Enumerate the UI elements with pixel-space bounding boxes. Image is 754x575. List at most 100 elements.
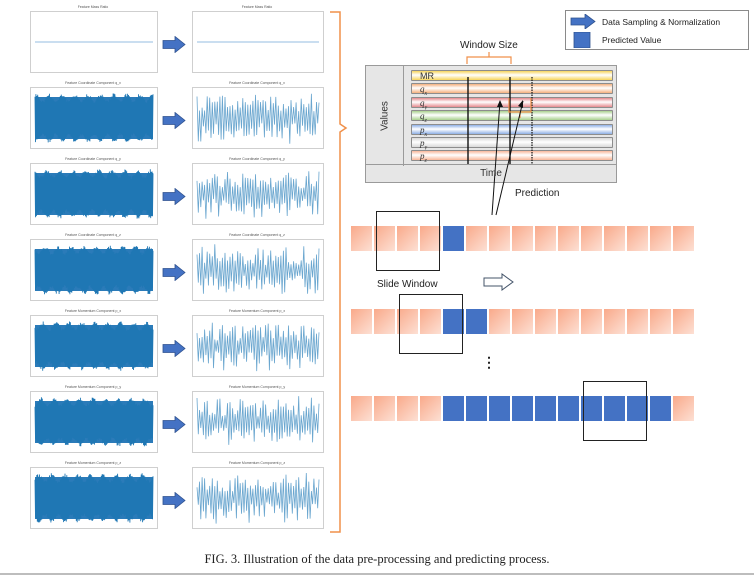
signal-line <box>196 171 320 219</box>
window-size-label: Window Size <box>460 40 518 51</box>
predicted-cell <box>604 396 625 421</box>
data-cell <box>489 309 510 334</box>
data-cell <box>466 226 487 251</box>
values-axis: Values <box>366 66 404 166</box>
blue-arrow-icon <box>162 416 186 433</box>
plot-title: Feature Coordinate Component q_y <box>229 157 285 161</box>
plot-title: Feature Momentum Component p_y <box>64 385 122 389</box>
data-cell <box>604 226 625 251</box>
plot-title: Feature Mass Ratio <box>241 5 273 9</box>
plot-title: Feature Momentum Component p_x <box>228 309 286 313</box>
signal-line <box>196 322 320 372</box>
predicted-cell <box>535 396 556 421</box>
signal-trace <box>196 396 320 445</box>
sequence-row <box>351 309 696 334</box>
feature-plot: Feature Coordinate Component q_z <box>188 233 326 307</box>
data-cell <box>420 309 441 334</box>
data-cell <box>420 226 441 251</box>
signal-trace <box>34 245 154 295</box>
plot-title: Feature Momentum Component p_z <box>64 461 122 465</box>
data-cell <box>374 396 395 421</box>
data-cell <box>535 309 556 334</box>
signal-line <box>196 396 320 445</box>
plot-title: Feature Momentum Component p_z <box>228 461 286 465</box>
data-cell <box>512 226 533 251</box>
signal-trace <box>196 322 320 372</box>
plot-title: Feature Mass Ratio <box>77 5 109 9</box>
window-size-brace <box>466 52 512 64</box>
data-cell <box>673 309 694 334</box>
feature-plot: Feature Mass Ratio <box>26 5 160 79</box>
predicted-cell <box>466 309 487 334</box>
data-cell <box>673 396 694 421</box>
data-cell <box>627 309 648 334</box>
signal-trace <box>34 473 154 523</box>
data-cell <box>351 226 372 251</box>
feature-plot: Feature Momentum Component p_y <box>188 385 326 459</box>
data-cell <box>558 226 579 251</box>
data-cell <box>374 309 395 334</box>
sequence-row <box>351 396 696 421</box>
feature-plot: Feature Coordinate Component q_x <box>26 81 160 155</box>
figure-caption: FIG. 3. Illustration of the data pre-pro… <box>204 552 550 566</box>
feature-bar-qx: qx <box>411 83 613 97</box>
data-cell <box>374 226 395 251</box>
legend-label: Predicted Value <box>602 35 662 45</box>
feature-bar-qz: qz <box>411 110 613 124</box>
predicted-cell <box>650 396 671 421</box>
plot-title: Feature Coordinate Component q_x <box>229 81 285 85</box>
data-cell <box>650 226 671 251</box>
data-cell <box>489 226 510 251</box>
plot-title: Feature Coordinate Component q_z <box>65 233 121 237</box>
sliding-window-box <box>583 381 647 441</box>
data-cell <box>397 309 418 334</box>
time-axis: Time <box>366 164 616 182</box>
feature-plot: Feature Mass Ratio <box>188 5 326 79</box>
data-cell <box>581 226 602 251</box>
signal-trace <box>196 244 320 294</box>
predicted-cell <box>466 396 487 421</box>
plot-title: Feature Coordinate Component q_y <box>65 157 121 161</box>
signal-line <box>34 321 154 371</box>
feature-plot: Feature Coordinate Component q_x <box>188 81 326 155</box>
feature-bar-qy: qy <box>411 96 613 111</box>
blue-arrow-icon <box>162 112 186 129</box>
signal-line <box>196 93 320 144</box>
predicted-cell <box>558 396 579 421</box>
feature-plot: Feature Momentum Component p_y <box>26 385 160 459</box>
signal-trace <box>34 93 154 143</box>
feature-plot: Feature Coordinate Component q_z <box>26 233 160 307</box>
feature-plot: Feature Momentum Component p_z <box>26 461 160 535</box>
predicted-cell <box>581 396 602 421</box>
predicted-cell <box>443 309 464 334</box>
prediction-pointers <box>491 98 532 216</box>
slide-direction-arrow-icon <box>483 273 514 291</box>
blue-arrow-icon <box>162 36 186 53</box>
plot-title: Feature Momentum Component p_x <box>64 309 122 313</box>
plot-title: Feature Coordinate Component q_x <box>65 81 121 85</box>
data-cell <box>351 396 372 421</box>
blue-arrow-icon <box>162 264 186 281</box>
signal-trace <box>196 171 320 219</box>
feature-bar-mr: MR <box>411 70 613 81</box>
signal-trace <box>196 93 320 144</box>
ellipsis: ⋮ <box>482 354 496 370</box>
data-cell <box>627 226 648 251</box>
signal-trace <box>34 397 154 447</box>
signal-line <box>34 397 154 447</box>
data-cell <box>604 309 625 334</box>
sliding-window-box <box>399 294 463 354</box>
window-lines <box>467 77 533 164</box>
feature-plot: Feature Momentum Component p_x <box>188 309 326 383</box>
feature-bar-pz: pz <box>411 150 613 164</box>
sequence-row <box>351 226 696 251</box>
blue-arrow-icon <box>162 188 186 205</box>
data-cell <box>558 309 579 334</box>
signal-line <box>34 93 154 143</box>
signal-line <box>34 245 154 295</box>
data-cell <box>420 396 441 421</box>
blue-square-icon <box>573 32 591 48</box>
predicted-cell <box>489 396 510 421</box>
feature-plot: Feature Momentum Component p_x <box>26 309 160 383</box>
